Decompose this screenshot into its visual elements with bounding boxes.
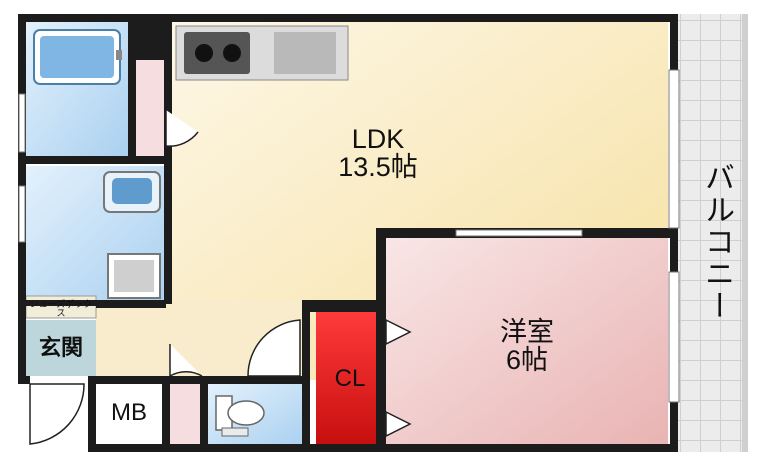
western-name: 洋室 [500, 317, 554, 347]
entrance-floor [26, 320, 96, 376]
western-size: 6帖 [505, 345, 549, 376]
ldk-size: 13.5帖 [338, 152, 418, 183]
shoebox-label: シューズボックス [29, 299, 93, 319]
doors [29, 110, 412, 445]
ldk-name: LDK [351, 124, 405, 154]
washer-space [107, 253, 161, 299]
balcony-label: バルコニー [700, 162, 733, 322]
pipe-space-1 [136, 60, 164, 158]
kitchen-counter [175, 25, 349, 81]
toilet-fixture [215, 395, 265, 437]
windows [18, 69, 680, 403]
ldk-label: LDK 13.5帖 [318, 125, 438, 182]
pipe-space-2 [170, 384, 200, 444]
western-label: 洋室 6帖 [472, 318, 582, 375]
mb-label: MB [111, 399, 147, 426]
western-room-floor [386, 236, 668, 444]
walls [18, 14, 678, 452]
balcony [676, 14, 748, 452]
entrance-label: 玄関 [38, 335, 83, 360]
closet-label: CL [334, 365, 366, 392]
bathtub [33, 29, 122, 85]
wash-basin [103, 171, 161, 213]
meter-box [96, 384, 162, 444]
closet-floor [316, 312, 382, 444]
